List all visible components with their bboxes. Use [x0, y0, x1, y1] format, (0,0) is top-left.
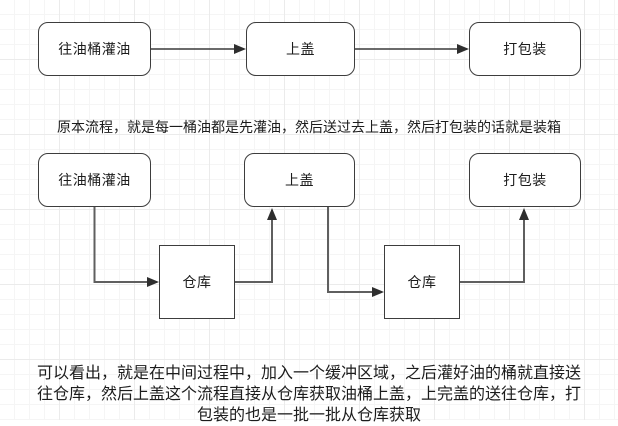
caption-buffered-flow: 可以看出，就是在中间过程中，加入一个缓冲区域，之后灌好油的桶就直接送往仓库，然后…: [36, 365, 581, 424]
connector-warehouse2-to-pack2: [460, 208, 529, 283]
node-fill-oil[interactable]: 往油桶灌油: [38, 22, 151, 76]
node-fill-oil-label: 往油桶灌油: [58, 41, 131, 57]
node-cap-buffered-label: 上盖: [285, 172, 314, 188]
node-fill-oil-buffered[interactable]: 往油桶灌油: [38, 153, 151, 207]
node-warehouse-2-label: 仓库: [407, 274, 437, 290]
node-cap-label: 上盖: [286, 41, 315, 57]
connector-fill2-to-warehouse1: [93, 207, 159, 287]
node-cap[interactable]: 上盖: [246, 22, 355, 76]
node-warehouse-2[interactable]: 仓库: [384, 245, 460, 319]
node-cap-buffered[interactable]: 上盖: [244, 153, 355, 207]
node-warehouse-1[interactable]: 仓库: [159, 245, 235, 319]
connector-cap2-to-warehouse2: [327, 207, 384, 297]
node-pack-buffered-label: 打包装: [503, 172, 547, 188]
node-warehouse-1-label: 仓库: [182, 274, 212, 290]
connector-warehouse1-to-cap2: [235, 208, 277, 283]
caption-original-flow: 原本流程，就是每一桶油都是先灌油，然后送过去上盖，然后打包装的话就是装箱: [57, 119, 561, 135]
node-fill-oil-buffered-label: 往油桶灌油: [58, 172, 131, 188]
node-pack-buffered[interactable]: 打包装: [469, 153, 581, 207]
node-pack[interactable]: 打包装: [469, 22, 581, 76]
node-pack-label: 打包装: [503, 41, 547, 57]
